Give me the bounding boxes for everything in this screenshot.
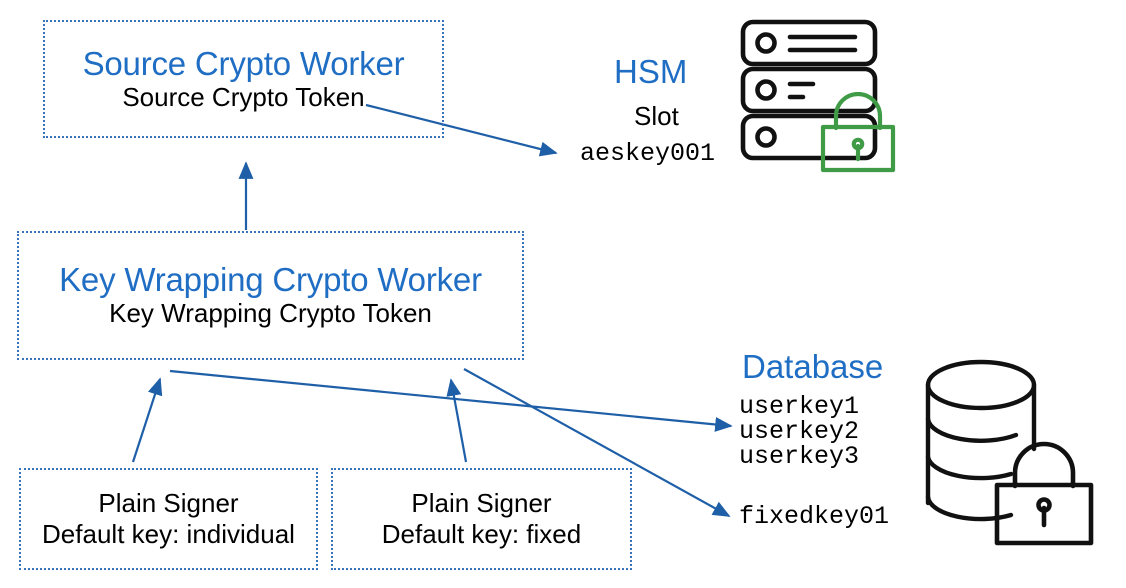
server-rack-icon [733, 16, 898, 176]
hsm-title: HSM [614, 53, 688, 90]
node-plain-signer-fixed[interactable]: Plain Signer Default key: fixed [331, 468, 632, 570]
black-padlock-icon [988, 440, 1103, 550]
database-cylinder-icon [921, 357, 1053, 543]
source-crypto-worker-token: Source Crypto Token [122, 81, 365, 112]
database-title: Database [742, 348, 884, 385]
key-wrapping-crypto-worker-token: Key Wrapping Crypto Token [109, 298, 432, 329]
key-wrapping-crypto-worker-title: Key Wrapping Crypto Worker [59, 261, 482, 299]
database-key-userkey1: userkey1 [739, 392, 860, 421]
green-padlock-icon [816, 91, 902, 174]
arrow-signer-fixed-to-key-wrapping [446, 378, 468, 463]
database-key-userkey3: userkey3 [739, 442, 860, 471]
plain-signer-individual-line1: Plain Signer [98, 487, 239, 518]
arrow-signer-individual-to-key-wrapping [131, 377, 163, 463]
node-plain-signer-individual[interactable]: Plain Signer Default key: individual [19, 468, 318, 570]
node-source-crypto-worker[interactable]: Source Crypto Worker Source Crypto Token [43, 20, 444, 138]
hsm-slot-label: Slot [634, 101, 679, 131]
hsm-key-aeskey001: aeskey001 [580, 139, 716, 168]
source-crypto-worker-title: Source Crypto Worker [82, 44, 405, 82]
arrow-key-wrapping-to-userkeys [169, 369, 733, 432]
plain-signer-fixed-line2: Default key: fixed [381, 519, 582, 549]
node-key-wrapping-crypto-worker[interactable]: Key Wrapping Crypto Worker Key Wrapping … [17, 231, 524, 360]
plain-signer-fixed-line1: Plain Signer [411, 487, 552, 518]
database-key-userkey2: userkey2 [739, 417, 860, 446]
database-key-fixedkey01: fixedkey01 [739, 502, 890, 531]
plain-signer-individual-line2: Default key: individual [42, 519, 295, 549]
